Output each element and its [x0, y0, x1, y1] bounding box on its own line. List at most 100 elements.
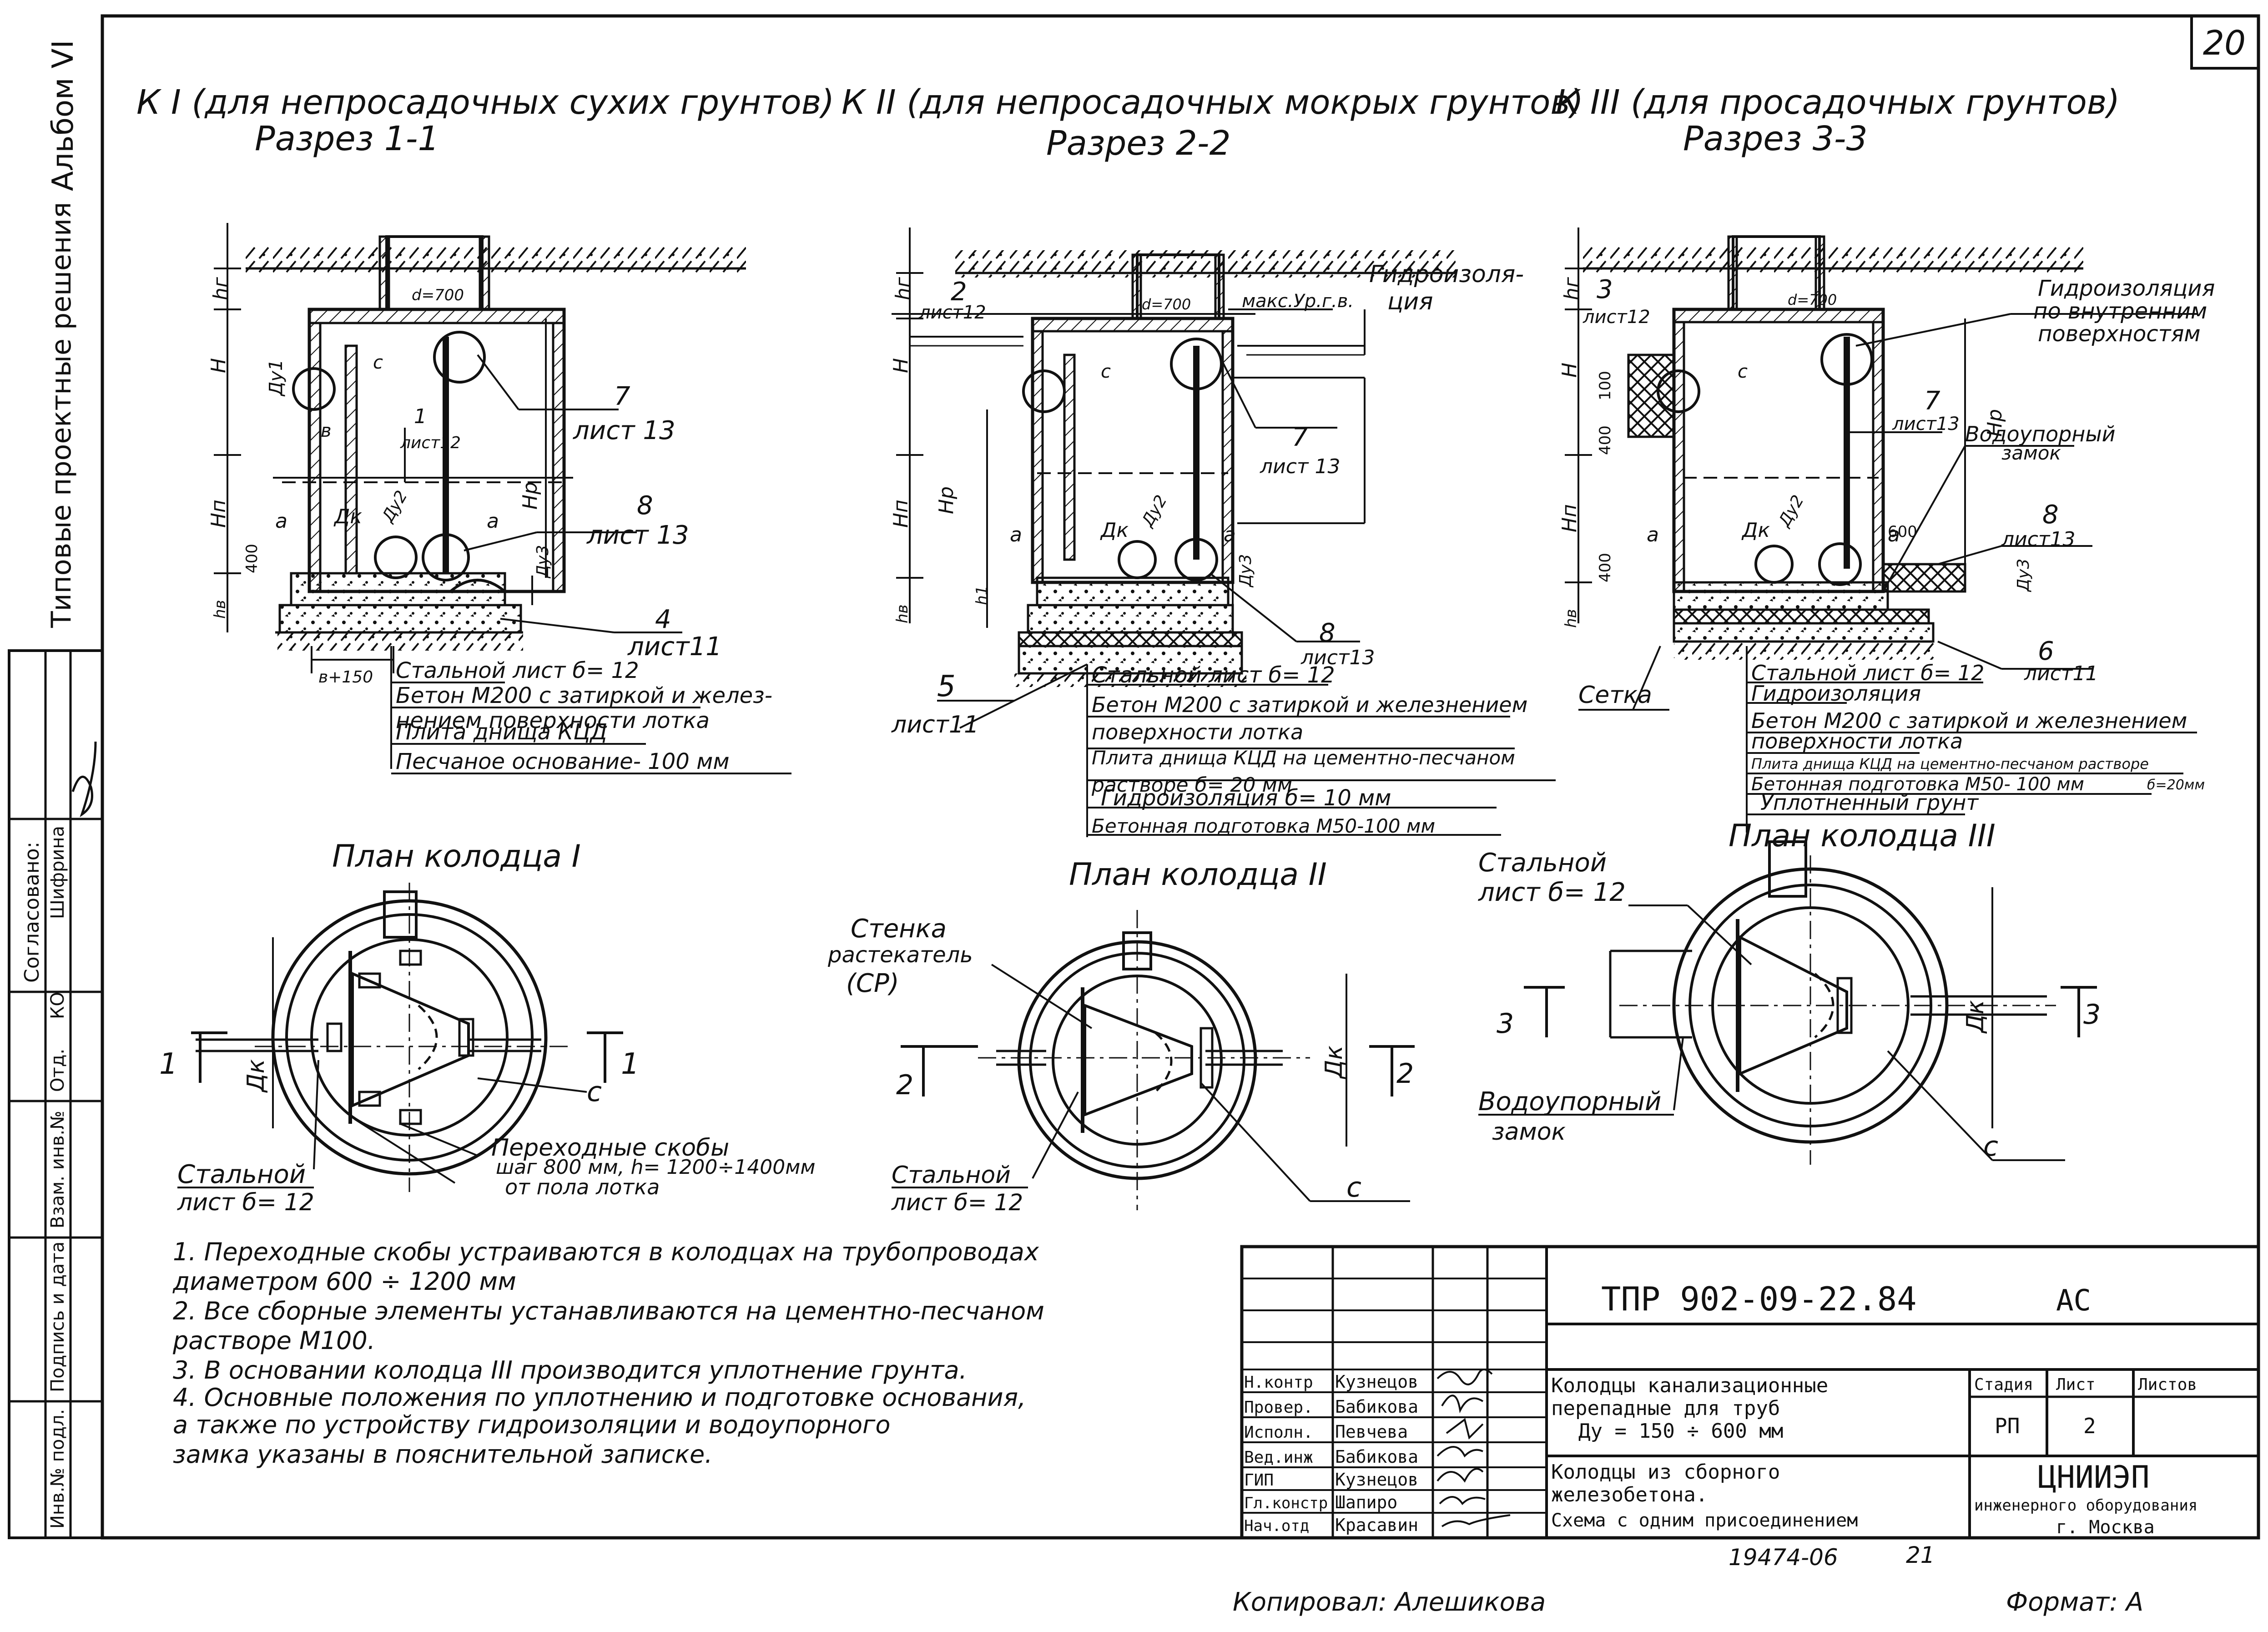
- svg-text:Бетон М200 с затиркой и железн: Бетон М200 с затиркой и железнением: [1092, 692, 1527, 717]
- svg-text:нением поверхности лотка: нением поверхности лотка: [396, 708, 710, 733]
- svg-text:Нп: Нп: [889, 500, 912, 528]
- svg-text:с: с: [1983, 1131, 1998, 1162]
- svg-text:лист12: лист12: [918, 302, 986, 323]
- svg-text:Бабикова: Бабикова: [1335, 1397, 1418, 1417]
- svg-text:2. Все сборные элементы устана: 2. Все сборные элементы устанавливаются …: [173, 1297, 1044, 1325]
- svg-text:Кузнецов: Кузнецов: [1335, 1372, 1418, 1392]
- svg-text:hг: hг: [892, 277, 915, 300]
- svg-text:Шапиро: Шапиро: [1335, 1492, 1397, 1512]
- svg-text:Кузнецов: Кузнецов: [1335, 1470, 1418, 1490]
- svg-text:2: 2: [2083, 1414, 2096, 1438]
- svg-text:8: 8: [637, 491, 653, 520]
- svg-text:лист 13: лист 13: [586, 520, 689, 550]
- svg-text:H: H: [207, 358, 230, 373]
- copied-by: Копировал: Алешикова: [1233, 1587, 1546, 1617]
- section3-title: К III (для просадочных грунтов): [1556, 83, 2120, 122]
- svg-text:инженерного оборудования: инженерного оборудования: [1974, 1496, 2197, 1515]
- svg-text:лист11: лист11: [627, 632, 722, 662]
- svg-text:Стальной лист б= 12: Стальной лист б= 12: [396, 658, 639, 683]
- svg-text:с: с: [373, 352, 383, 373]
- svg-text:поверхности лотка: поверхности лотка: [1092, 720, 1303, 744]
- svg-text:по внутренним: по внутренним: [2033, 298, 2207, 324]
- general-notes: 1. Переходные скобы устраиваются в колод…: [172, 1238, 1044, 1469]
- svg-text:1: 1: [414, 405, 427, 428]
- svg-text:1: 1: [159, 1047, 178, 1081]
- svg-text:лист11: лист11: [2024, 662, 2098, 685]
- series-title: Типовые проектные решения: [45, 202, 77, 628]
- svg-text:(СР): (СР): [846, 969, 899, 998]
- svg-text:Ду3: Ду3: [534, 545, 552, 579]
- svg-text:hв: hв: [211, 600, 229, 619]
- svg-text:Вед.инж: Вед.инж: [1244, 1448, 1313, 1467]
- svg-text:7: 7: [1924, 386, 1940, 416]
- svg-text:Ду2: Ду2: [378, 487, 411, 526]
- svg-text:7: 7: [1292, 423, 1308, 452]
- svg-text:лист б= 12: лист б= 12: [891, 1189, 1023, 1216]
- svg-text:замка указаны в пояснительной: замка указаны в пояснительной записке.: [173, 1440, 712, 1469]
- svg-text:100: 100: [1596, 371, 1614, 400]
- svg-text:лист12: лист12: [400, 434, 461, 452]
- svg-text:Провер.: Провер.: [1244, 1398, 1313, 1417]
- svg-text:Дк: Дк: [1100, 519, 1129, 542]
- svg-text:Стальной: Стальной: [892, 1162, 1011, 1189]
- svg-text:Ду1: Ду1: [266, 359, 287, 397]
- svg-text:6: 6: [2038, 637, 2054, 666]
- svg-text:Дк: Дк: [1741, 519, 1770, 542]
- svg-text:Дк: Дк: [333, 505, 362, 528]
- svg-text:1. Переходные скобы устраивают: 1. Переходные скобы устраиваются в колод…: [173, 1238, 1039, 1266]
- svg-text:Стенка: Стенка: [851, 914, 947, 944]
- svg-text:Листов: Листов: [2138, 1375, 2197, 1394]
- svg-text:7: 7: [614, 382, 630, 411]
- svg-text:с: с: [1738, 361, 1748, 382]
- svg-text:8: 8: [2042, 500, 2059, 530]
- svg-text:с: с: [587, 1076, 602, 1108]
- svg-text:hг: hг: [209, 277, 232, 300]
- section3-cut: Разрез 3-3: [1683, 119, 1868, 158]
- svg-text:2: 2: [951, 277, 967, 307]
- svg-text:Колодцы канализационные: Колодцы канализационные: [1551, 1374, 1828, 1397]
- svg-text:от пола лотка: от пола лотка: [505, 1175, 660, 1199]
- svg-text:Нач.отд: Нач.отд: [1244, 1517, 1309, 1535]
- svg-text:Колодцы из сборного: Колодцы из сборного: [1551, 1460, 1780, 1484]
- svg-text:Бетонная подготовка М50- 100 м: Бетонная подготовка М50- 100 мм: [1751, 774, 2084, 795]
- svg-text:Стальной: Стальной: [1478, 848, 1607, 878]
- svg-text:3: 3: [2083, 999, 2101, 1031]
- svg-text:H: H: [889, 358, 912, 373]
- svg-text:Ду2: Ду2: [1774, 492, 1808, 531]
- svg-text:400: 400: [243, 544, 261, 573]
- svg-text:2: 2: [896, 1069, 913, 1101]
- svg-text:Плита днища КЦД на цементно-пе: Плита днища КЦД на цементно-песчаном рас…: [1751, 755, 2149, 773]
- svg-text:d=700: d=700: [1788, 291, 1837, 308]
- svg-text:г. Москва: г. Москва: [2056, 1517, 2155, 1538]
- svg-text:400: 400: [1596, 553, 1614, 582]
- svg-text:замок: замок: [1492, 1118, 1566, 1146]
- svg-text:hг: hг: [1560, 277, 1583, 300]
- svg-text:H: H: [1558, 363, 1581, 378]
- svg-text:лист 13: лист 13: [573, 416, 675, 445]
- svg-text:Гидроизоляция: Гидроизоляция: [2038, 276, 2215, 301]
- svg-text:Схема с одним присоединением: Схема с одним присоединением: [1551, 1510, 1858, 1531]
- svg-text:5: 5: [937, 670, 956, 703]
- svg-text:Шифрина: Шифрина: [47, 826, 68, 919]
- svg-text:поверхности лотка: поверхности лотка: [1751, 729, 1963, 753]
- svg-text:Уплотненный грунт: Уплотненный грунт: [1760, 790, 1979, 815]
- svg-text:h1: h1: [973, 586, 991, 605]
- svg-text:Дк: Дк: [242, 1059, 270, 1093]
- plan1: План колодца I 1 1 Дк с Стальной: [159, 839, 816, 1216]
- section1-drawing: hг H Нп 400 hв Ду1 d=700 с в а а Дк Ду2 …: [207, 223, 791, 774]
- svg-text:Переходные скобы: Переходные скобы: [491, 1134, 729, 1162]
- svg-text:Гидроизоляция б= 10 мм: Гидроизоляция б= 10 мм: [1101, 785, 1391, 811]
- svg-text:лист 13: лист 13: [1260, 455, 1341, 478]
- svg-text:а: а: [1224, 523, 1236, 546]
- svg-text:Взам. инв.№: Взам. инв.№: [47, 1111, 68, 1228]
- svg-text:с: с: [1101, 361, 1111, 382]
- svg-text:Согласовано:: Согласовано:: [20, 842, 44, 983]
- svg-text:Бетон М200 с затиркой и железн: Бетон М200 с затиркой и железнением: [1751, 708, 2187, 733]
- side-stamp: Согласовано: Шифрина КО Отд. Взам. инв.№…: [8, 649, 104, 1539]
- section3-drawing: 3 лист12 hг H Нп 100 400 400 hв d=700 Ги…: [1558, 227, 2215, 833]
- svg-text:Стадия: Стадия: [1974, 1375, 2033, 1394]
- svg-text:Н.контр: Н.контр: [1244, 1373, 1313, 1392]
- svg-text:Нп: Нп: [1558, 504, 1581, 532]
- album-label: Альбом VI: [46, 40, 80, 191]
